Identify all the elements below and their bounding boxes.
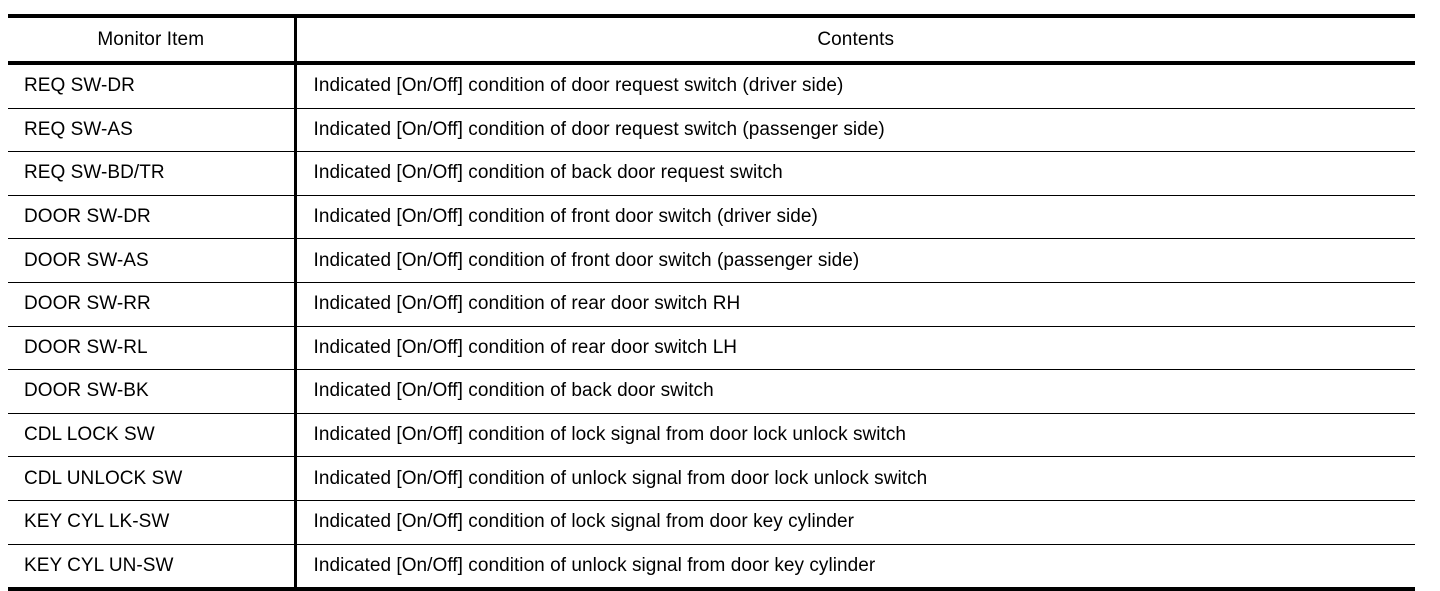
cell-contents: Indicated [On/Off] condition of back doo…	[295, 369, 1415, 414]
cell-contents: Indicated [On/Off] condition of front do…	[295, 195, 1415, 240]
cell-monitor-item: CDL LOCK SW	[8, 413, 297, 458]
cell-monitor-item: REQ SW-DR	[8, 63, 297, 109]
cell-contents: Indicated [On/Off] condition of door req…	[295, 108, 1415, 153]
column-header-contents: Contents	[295, 14, 1415, 65]
cell-monitor-item: REQ SW-BD/TR	[8, 151, 297, 196]
cell-contents: Indicated [On/Off] condition of unlock s…	[295, 456, 1415, 501]
table-body: REQ SW-DR Indicated [On/Off] condition o…	[8, 63, 1415, 591]
cell-monitor-item: REQ SW-AS	[8, 108, 297, 153]
table-row: CDL LOCK SW Indicated [On/Off] condition…	[8, 413, 1415, 458]
monitor-item-table-container: Monitor Item Contents REQ SW-DR Indicate…	[8, 14, 1415, 591]
cell-contents: Indicated [On/Off] condition of rear doo…	[295, 282, 1415, 327]
cell-contents: Indicated [On/Off] condition of lock sig…	[295, 500, 1415, 545]
table-row: DOOR SW-AS Indicated [On/Off] condition …	[8, 238, 1415, 283]
column-header-monitor-item: Monitor Item	[8, 14, 297, 65]
table-row: DOOR SW-DR Indicated [On/Off] condition …	[8, 195, 1415, 240]
cell-monitor-item: DOOR SW-BK	[8, 369, 297, 414]
table-row: DOOR SW-BK Indicated [On/Off] condition …	[8, 369, 1415, 414]
monitor-item-table: Monitor Item Contents REQ SW-DR Indicate…	[8, 14, 1415, 591]
cell-monitor-item: DOOR SW-AS	[8, 238, 297, 283]
cell-monitor-item: DOOR SW-DR	[8, 195, 297, 240]
cell-contents: Indicated [On/Off] condition of back doo…	[295, 151, 1415, 196]
cell-monitor-item: CDL UNLOCK SW	[8, 456, 297, 501]
table-header-row: Monitor Item Contents	[8, 14, 1415, 65]
cell-contents: Indicated [On/Off] condition of door req…	[295, 63, 1415, 109]
cell-monitor-item: KEY CYL LK-SW	[8, 500, 297, 545]
cell-contents: Indicated [On/Off] condition of unlock s…	[295, 544, 1415, 591]
cell-contents: Indicated [On/Off] condition of front do…	[295, 238, 1415, 283]
table-row: KEY CYL LK-SW Indicated [On/Off] conditi…	[8, 500, 1415, 545]
table-row: DOOR SW-RL Indicated [On/Off] condition …	[8, 326, 1415, 371]
table-row: CDL UNLOCK SW Indicated [On/Off] conditi…	[8, 456, 1415, 501]
table-row: REQ SW-AS Indicated [On/Off] condition o…	[8, 108, 1415, 153]
table-row: REQ SW-DR Indicated [On/Off] condition o…	[8, 63, 1415, 109]
table-row: DOOR SW-RR Indicated [On/Off] condition …	[8, 282, 1415, 327]
table-header: Monitor Item Contents	[8, 14, 1415, 65]
cell-contents: Indicated [On/Off] condition of lock sig…	[295, 413, 1415, 458]
cell-monitor-item: DOOR SW-RR	[8, 282, 297, 327]
cell-monitor-item: KEY CYL UN-SW	[8, 544, 297, 591]
cell-monitor-item: DOOR SW-RL	[8, 326, 297, 371]
table-row: REQ SW-BD/TR Indicated [On/Off] conditio…	[8, 151, 1415, 196]
table-row: KEY CYL UN-SW Indicated [On/Off] conditi…	[8, 544, 1415, 591]
cell-contents: Indicated [On/Off] condition of rear doo…	[295, 326, 1415, 371]
